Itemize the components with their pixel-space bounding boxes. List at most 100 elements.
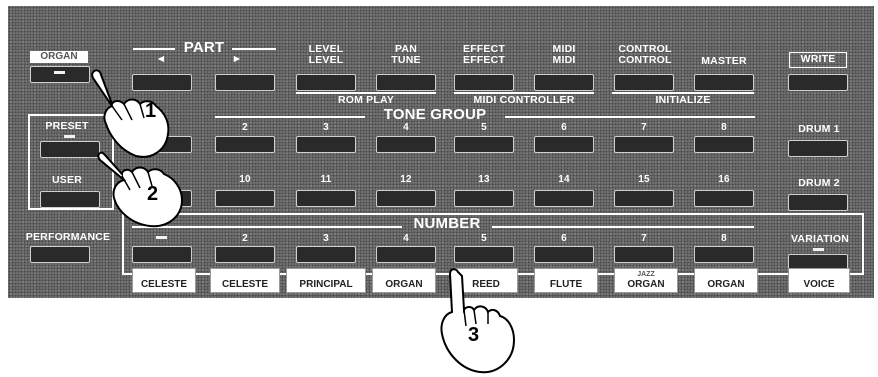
drum1-button[interactable] — [788, 140, 848, 157]
tone-group-line-left — [215, 116, 365, 118]
midi-controller-line — [454, 92, 594, 94]
number-button-4[interactable] — [376, 246, 436, 263]
tone-group-line-right — [505, 116, 755, 118]
number-line-left — [132, 226, 402, 228]
tone-number-15: 15 — [638, 174, 650, 185]
level-label-bottom: LEVEL — [308, 54, 344, 66]
write-label-box — [789, 52, 847, 68]
control-button[interactable] — [614, 74, 674, 91]
number-label: NUMBER — [413, 215, 481, 232]
tag-flute: FLUTE — [534, 268, 598, 293]
callout-3: 3 — [468, 324, 480, 346]
tone-button-7[interactable] — [614, 136, 674, 153]
number-number-4: 4 — [403, 233, 409, 244]
number-button-3[interactable] — [296, 246, 356, 263]
master-button[interactable] — [694, 74, 754, 91]
number-frame — [122, 213, 864, 275]
variation-label: VARIATION — [791, 233, 849, 245]
tone-number-2: 2 — [242, 122, 248, 133]
tone-number-8: 8 — [721, 122, 727, 133]
tone-number-4: 4 — [403, 122, 409, 133]
tag-full-organ: ORGAN — [372, 268, 436, 293]
tag-principal: PRINCIPAL — [286, 268, 366, 293]
tone-button-15[interactable] — [614, 190, 674, 207]
tone-button-8[interactable] — [694, 136, 754, 153]
tag-reed-main: REED — [472, 279, 500, 290]
number-button-1[interactable] — [132, 246, 192, 263]
number-button-5[interactable] — [454, 246, 514, 263]
part-right-arrow: ► — [231, 53, 243, 65]
organ-led — [54, 71, 65, 74]
control-label-bottom: CONTROL — [618, 54, 672, 66]
tone-number-5: 5 — [481, 122, 487, 133]
tag-full-organ-main: ORGAN — [385, 279, 423, 290]
tone-button-12[interactable] — [376, 190, 436, 207]
tag-celeste-2-main: CELESTE — [221, 279, 269, 290]
number-button-6[interactable] — [534, 246, 594, 263]
tag-flute-main: FLUTE — [549, 279, 583, 290]
number-number-7: 7 — [641, 233, 647, 244]
drum1-label: DRUM 1 — [798, 123, 840, 135]
number-line-right — [492, 226, 754, 228]
number-button-2[interactable] — [215, 246, 275, 263]
initialize-label: INITIALIZE — [655, 94, 711, 106]
hand-pointer-icon-2 — [97, 151, 184, 228]
part-label: PART — [183, 39, 225, 56]
pan-label-top: PAN — [395, 43, 417, 55]
organ-label: ORGAN — [30, 51, 88, 63]
tag-celeste-1-main: CELESTE — [140, 279, 188, 290]
midi-button[interactable] — [534, 74, 594, 91]
level-button[interactable] — [296, 74, 356, 91]
tone-button-11[interactable] — [296, 190, 356, 207]
tone-button-3[interactable] — [296, 136, 356, 153]
tone-number-13: 13 — [478, 174, 490, 185]
preset-button[interactable] — [40, 141, 100, 158]
tag-gospel-organ-main: ORGAN — [707, 279, 745, 290]
number-button-7[interactable] — [614, 246, 674, 263]
tag-second-voice-main: VOICE — [803, 279, 835, 290]
tone-button-2[interactable] — [215, 136, 275, 153]
number-number-6: 6 — [561, 233, 567, 244]
master-label: MASTER — [701, 55, 747, 67]
tone-button-6[interactable] — [534, 136, 594, 153]
drum2-label: DRUM 2 — [798, 177, 840, 189]
tone-button-16[interactable] — [694, 190, 754, 207]
tone-button-4[interactable] — [376, 136, 436, 153]
tag-second-voice: VOICE — [788, 268, 850, 293]
tag-principal-main: PRINCIPAL — [299, 279, 353, 290]
preset-led — [64, 135, 75, 138]
tone-button-13[interactable] — [454, 190, 514, 207]
part-line-right — [232, 48, 276, 50]
number-led-1 — [156, 236, 167, 239]
initialize-line — [612, 92, 754, 94]
organ-button[interactable] — [30, 66, 90, 83]
part-left-button[interactable] — [132, 74, 192, 91]
rom-play-label: ROM PLAY — [337, 94, 395, 106]
tone-number-3: 3 — [323, 122, 329, 133]
hand-pointer-icon-1 — [91, 69, 170, 158]
preset-user-frame — [28, 114, 114, 210]
midi-label-top: MIDI — [552, 43, 576, 55]
tone-button-14[interactable] — [534, 190, 594, 207]
tag-jazz-organ-main: ORGAN — [627, 279, 665, 290]
tone-button-5[interactable] — [454, 136, 514, 153]
number-button-8[interactable] — [694, 246, 754, 263]
tag-jazz-organ-faint: JAZZ — [637, 271, 655, 278]
hand-pointer-icon-3 — [440, 268, 516, 374]
callout-2: 2 — [147, 183, 159, 205]
tone-number-6: 6 — [561, 122, 567, 133]
drum2-button[interactable] — [788, 194, 848, 211]
tone-button-10[interactable] — [215, 190, 275, 207]
part-right-button[interactable] — [215, 74, 275, 91]
number-number-5: 5 — [481, 233, 487, 244]
pan-tune-button[interactable] — [376, 74, 436, 91]
variation-led — [813, 248, 824, 251]
effect-label-bottom: EFFECT — [462, 54, 506, 66]
pan-label-bottom: TUNE — [391, 54, 421, 66]
performance-button[interactable] — [30, 246, 90, 263]
user-button[interactable] — [40, 191, 100, 208]
tone-number-16: 16 — [718, 174, 730, 185]
write-button[interactable] — [788, 74, 848, 91]
effect-button[interactable] — [454, 74, 514, 91]
tone-number-7: 7 — [641, 122, 647, 133]
